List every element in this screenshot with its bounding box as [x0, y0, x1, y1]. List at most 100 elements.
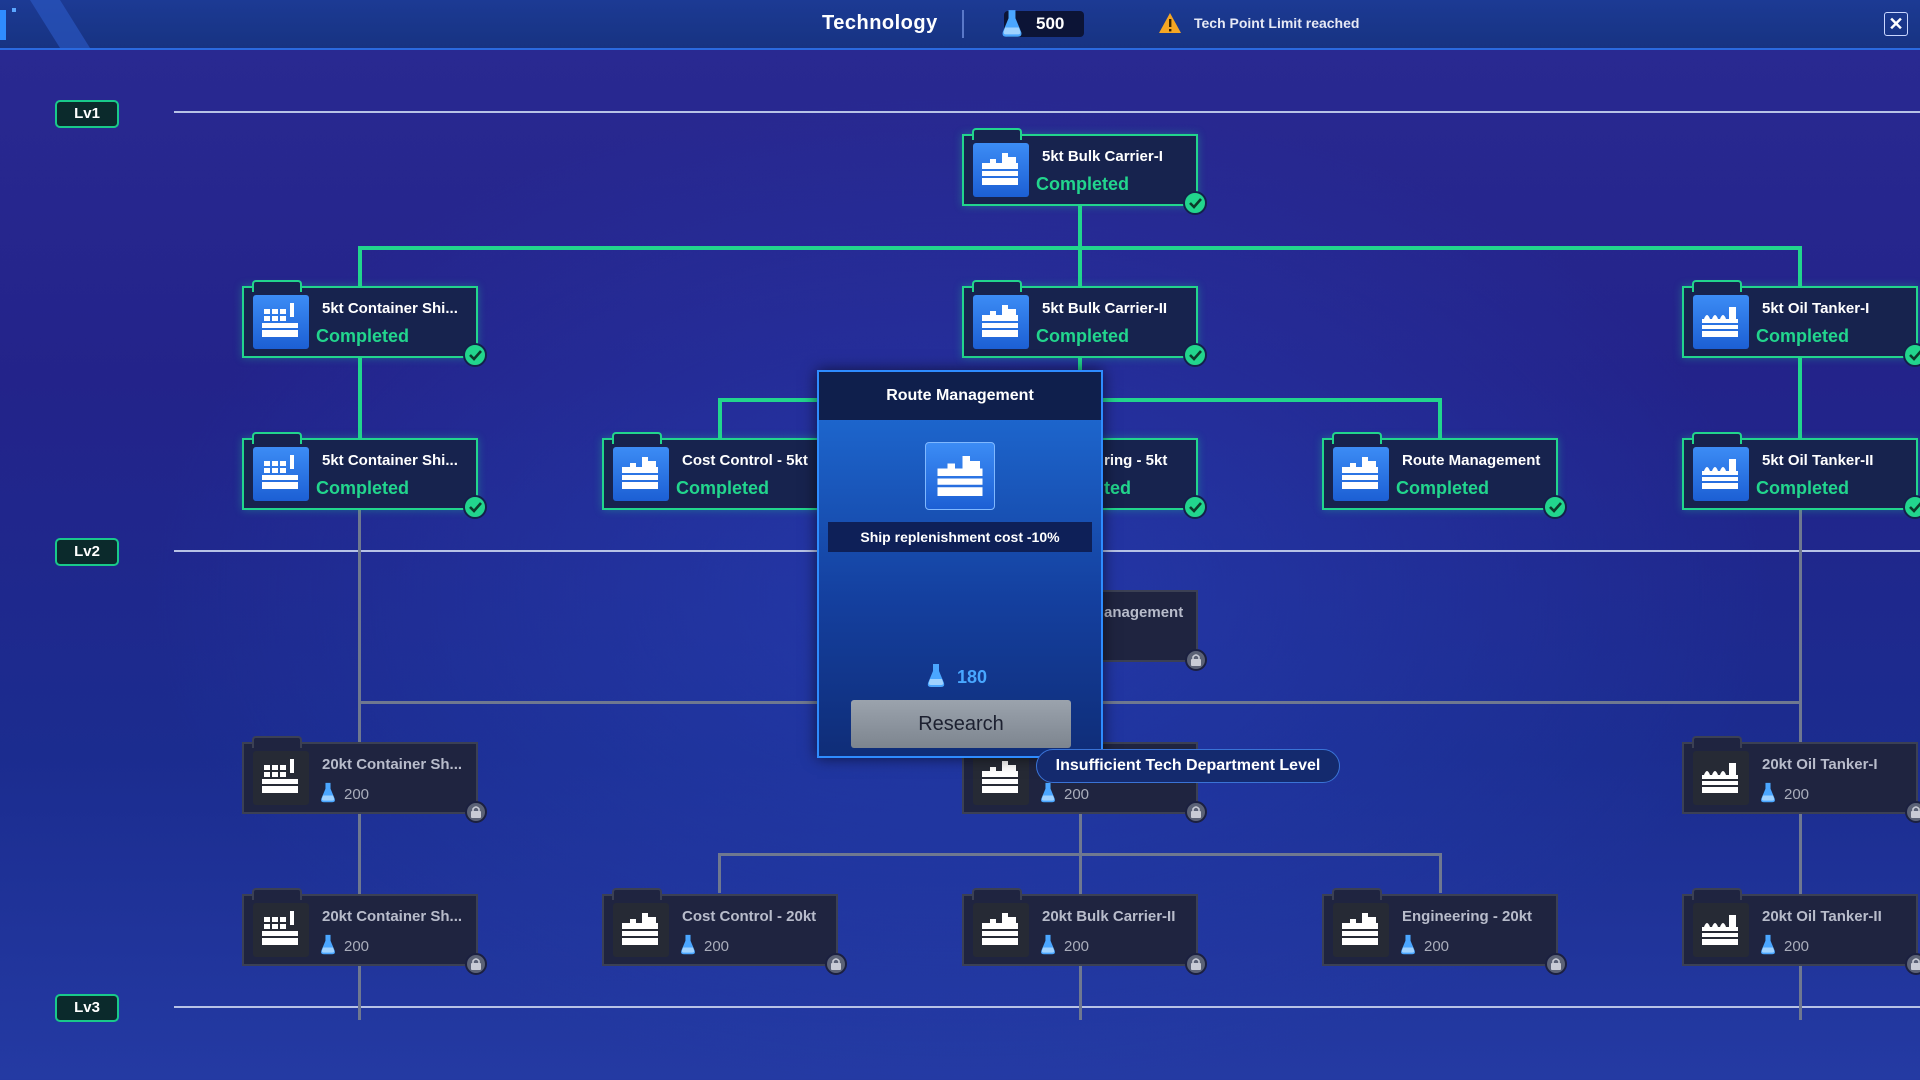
node-cost: 200 [344, 786, 370, 803]
oil-tanker-icon [1693, 295, 1749, 349]
flask-icon [321, 934, 335, 955]
flask-icon [927, 664, 945, 687]
flask-icon [681, 934, 695, 955]
node-status: ted [1104, 478, 1131, 498]
check-icon [463, 495, 487, 519]
node-title: ring - 5kt [1104, 452, 1168, 469]
bulk-carrier-ship-icon [973, 143, 1029, 197]
connector [1078, 206, 1082, 250]
node-title: 20kt Container Sh... [322, 908, 463, 925]
node-status: Completed [1756, 326, 1850, 346]
connector [718, 853, 1442, 856]
node-title: Cost Control - 20kt [682, 908, 817, 925]
connector [718, 398, 722, 438]
tech-node-oil-tanker-20kt-2[interactable]: 20kt Oil Tanker-II 200 [1682, 888, 1920, 975]
tech-node-container-ship-2[interactable]: 5kt Container Shi... Completed [242, 432, 487, 519]
lock-icon [1185, 649, 1207, 671]
node-title: 5kt Container Shi... [322, 452, 458, 469]
node-status: Completed [1036, 174, 1130, 194]
lock-icon [1545, 953, 1567, 975]
node-status: Completed [316, 478, 410, 498]
node-status: Completed [1036, 326, 1130, 346]
popup-title: Route Management [819, 372, 1101, 420]
bulk-carrier-ship-icon [613, 903, 669, 957]
tech-node-engineering-20kt[interactable]: Engineering - 20kt 200 [1322, 888, 1567, 975]
tech-node-route-management-5kt[interactable]: Route Management Completed [1322, 432, 1567, 519]
check-icon [1183, 191, 1207, 215]
divider [962, 10, 964, 38]
popup-effect: Ship replenishment cost -10% [828, 522, 1092, 552]
tech-node-oil-tanker-1[interactable]: 5kt Oil Tanker-I Completed [1682, 280, 1920, 367]
oil-tanker-icon [1693, 751, 1749, 805]
node-status: Completed [676, 478, 770, 498]
flask-icon [1041, 934, 1055, 955]
node-cost: 200 [344, 938, 370, 955]
node-title: 5kt Bulk Carrier-II [1042, 300, 1168, 317]
node-status: Completed [1396, 478, 1490, 498]
connector [358, 246, 362, 286]
level-label-lv1: Lv1 [55, 100, 119, 128]
tech-node-bulk-carrier-2[interactable]: 5kt Bulk Carrier-II Completed [962, 280, 1207, 367]
connector [1439, 853, 1442, 893]
tech-node-container-20kt-1[interactable]: 20kt Container Sh... 200 [242, 736, 487, 823]
tech-node-bulk-carrier-20kt-2[interactable]: 20kt Bulk Carrier-II 200 [962, 888, 1207, 975]
lock-icon [465, 953, 487, 975]
lock-icon [465, 801, 487, 823]
check-icon [463, 343, 487, 367]
container-ship-icon [253, 751, 309, 805]
container-ship-icon [253, 903, 309, 957]
connector [358, 358, 362, 438]
level-label-lv3: Lv3 [55, 994, 119, 1022]
node-title: Route Management [1402, 452, 1541, 469]
flask-icon [1041, 782, 1055, 803]
connector [1438, 398, 1442, 438]
node-cost: 200 [1064, 786, 1090, 803]
node-status: Completed [1756, 478, 1850, 498]
oil-tanker-icon [1693, 447, 1749, 501]
node-cost: 200 [1064, 938, 1090, 955]
bulk-carrier-ship-icon [613, 447, 669, 501]
bulk-carrier-ship-icon [1333, 447, 1389, 501]
node-cost: 200 [1784, 938, 1810, 955]
bulk-carrier-ship-icon [925, 442, 995, 510]
close-button[interactable]: ✕ [1884, 12, 1908, 36]
connector [1798, 246, 1802, 286]
tech-node-cost-control-5kt[interactable]: Cost Control - 5kt Completed [602, 432, 838, 510]
node-cost: 200 [1424, 938, 1450, 955]
popup-cost: 180 [957, 667, 988, 687]
check-icon [1183, 495, 1207, 519]
lock-icon [1185, 801, 1207, 823]
check-icon [1903, 495, 1920, 519]
warning-message: Tech Point Limit reached [1194, 15, 1360, 31]
bulk-carrier-ship-icon [973, 751, 1029, 805]
level-label-lv2: Lv2 [55, 538, 119, 566]
bulk-carrier-ship-icon [973, 295, 1029, 349]
node-cost: 200 [1784, 786, 1810, 803]
node-status: Completed [316, 326, 410, 346]
tech-node-container-ship-1[interactable]: 5kt Container Shi... Completed [242, 280, 487, 367]
connector [718, 853, 721, 893]
node-title: 5kt Oil Tanker-I [1762, 300, 1870, 317]
node-title: 20kt Bulk Carrier-II [1042, 908, 1176, 925]
lock-icon [1905, 801, 1920, 823]
node-title: Engineering - 20kt [1402, 908, 1533, 925]
node-title: 5kt Bulk Carrier-I [1042, 148, 1163, 165]
tech-node-container-20kt-2[interactable]: 20kt Container Sh... 200 [242, 888, 487, 975]
check-icon [1183, 343, 1207, 367]
node-title: 20kt Oil Tanker-I [1762, 756, 1878, 773]
check-icon [1903, 343, 1920, 367]
level-divider-lv3 [174, 1006, 1920, 1008]
tech-node-bulk-carrier-1[interactable]: 5kt Bulk Carrier-I Completed [962, 128, 1207, 215]
connector [1078, 246, 1082, 286]
tech-detail-popup: Route Management Ship replenishment cost… [817, 370, 1103, 758]
connector [1798, 358, 1802, 438]
tech-node-oil-tanker-2[interactable]: 5kt Oil Tanker-II Completed [1682, 432, 1920, 519]
node-title: Cost Control - 5kt [682, 452, 808, 469]
tech-node-cost-control-20kt[interactable]: Cost Control - 20kt 200 [602, 888, 847, 975]
tech-node-oil-tanker-20kt-1[interactable]: 20kt Oil Tanker-I 200 [1682, 736, 1920, 823]
lock-icon [1905, 953, 1920, 975]
tooltip: Insufficient Tech Department Level [1036, 749, 1340, 783]
page-title: Technology [822, 12, 938, 34]
level-divider-lv1 [174, 111, 1920, 113]
research-button[interactable]: Research [851, 700, 1071, 748]
